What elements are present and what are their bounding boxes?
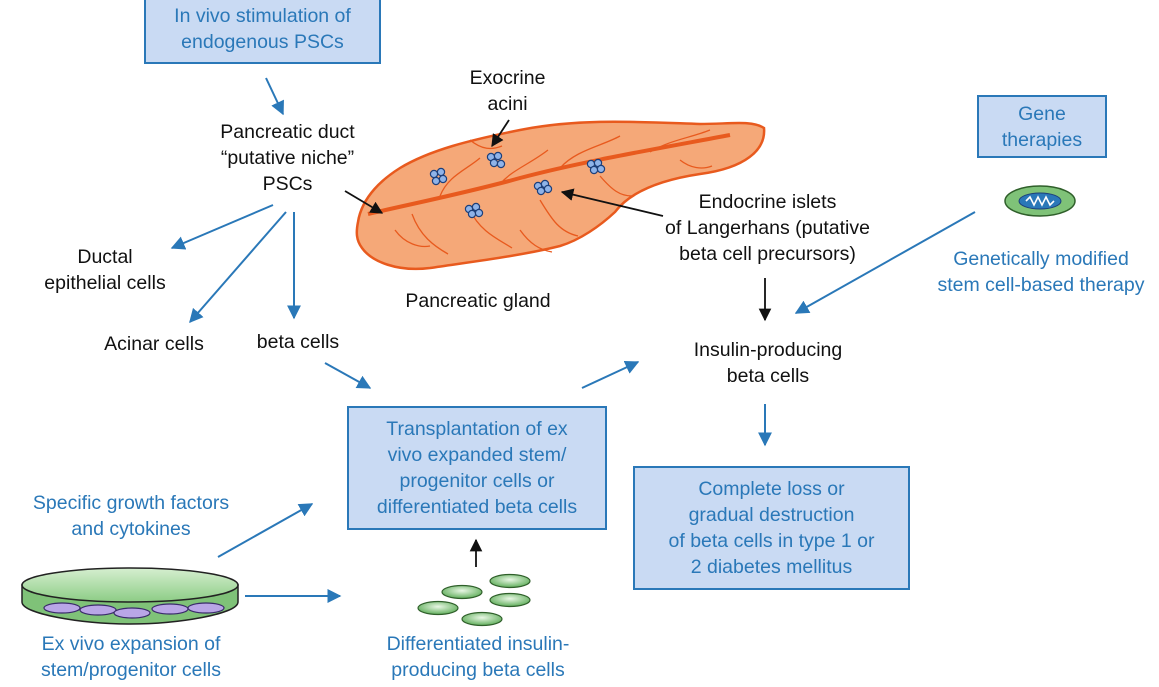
arrow-to-ductal [170,204,274,250]
pancreas-texture [394,129,713,255]
growth-factors-label: Specific growth factors and cytokines [32,492,230,540]
arrow-to-acini [491,119,510,148]
genetically-modified-label: Genetically modified stem cell-based the… [937,248,1145,296]
differentiated-cells-illustration [417,573,531,627]
exocrine-acini-label: Exocrine acini [469,67,546,115]
arrow-transplant-to-insulin [581,360,640,389]
arrow-to-acinar [189,211,287,324]
transplantation-box: Transplantation of ex vivo expanded stem… [347,406,607,530]
insulin-producing-label: Insulin-producing beta cells [693,339,843,387]
in-vivo-stimulation-box: In vivo stimulation of endogenous PSCs [144,0,381,64]
acinar-cells-label: Acinar cells [104,333,204,355]
ex-vivo-expansion-label: Ex vivo expansion of stem/progenitor cel… [41,633,221,681]
arrow-duct-pointer [344,190,384,214]
complete-loss-box: Complete loss or gradual destruction of … [633,466,910,590]
pancreatic-duct-label: Pancreatic duct “putative niche” PSCs [220,121,355,195]
arrow-gene-to-insulin [794,211,976,314]
modified-cell-icon [1004,185,1076,217]
islet-clusters [429,151,606,219]
pancreatic-gland-label: Pancreatic gland [405,290,551,312]
arrow-growth-to-transplant [217,503,314,558]
arrow-invivo-to-duct [265,77,284,116]
beta-cells-label: beta cells [256,331,340,353]
arrow-beta-to-transplant [324,362,372,389]
pancreatic-duct [367,133,731,216]
differentiated-insulin-label: Differentiated insulin- producing beta c… [386,633,570,681]
gene-therapies-box: Gene therapies [977,95,1107,158]
endocrine-islets-label: Endocrine islets of Langerhans (putative… [665,191,870,265]
arrow-islets-pointer [560,188,664,217]
pancreas-body [355,120,766,271]
pancreas-gland-illustration [355,120,766,271]
culture-dish-illustration [21,567,239,625]
ductal-epithelial-label: Ductal epithelial cells [44,246,166,294]
